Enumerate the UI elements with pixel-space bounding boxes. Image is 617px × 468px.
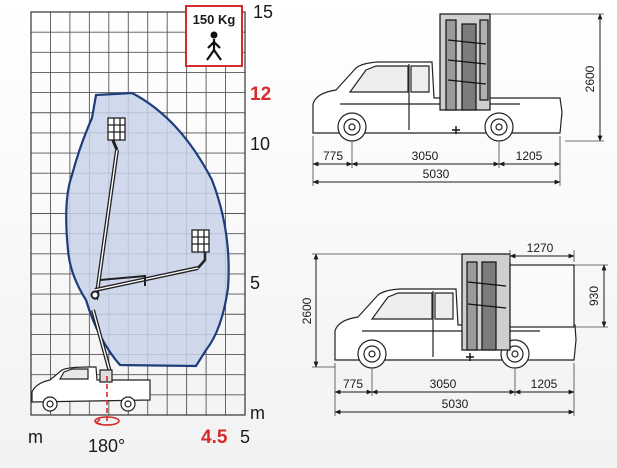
- canopy-length: 1270: [527, 241, 554, 255]
- rotation-icon: [94, 376, 120, 426]
- working-envelope: [65, 91, 230, 368]
- canopy-box-height: 930: [587, 286, 601, 306]
- canopy-wheelbase: 3050: [430, 377, 457, 391]
- basket-top: [107, 117, 126, 141]
- height-tick-5: 5: [250, 273, 260, 293]
- canopy-height: 2600: [300, 297, 314, 324]
- height-tick-15: 15: [253, 2, 273, 22]
- person-icon: [206, 31, 222, 61]
- load-badge-label: 150 Kg: [193, 12, 236, 27]
- side-total-length: 5030: [423, 167, 450, 181]
- boom-mast-canopy: [461, 253, 511, 351]
- unit-right: m: [250, 403, 265, 423]
- reach-diagram: 150 Kg 15 12 10 5 m m 180° 4.5 5: [28, 2, 273, 456]
- truck-side-top: [312, 61, 563, 142]
- canopy-total-length: 5030: [442, 397, 469, 411]
- side-view-canopy: 2600 1270 930 775 3050 1205 5030: [300, 241, 608, 416]
- canopy-rear-overhang: 1205: [531, 377, 558, 391]
- grid-frame: [30, 11, 246, 416]
- side-front-overhang: 775: [323, 149, 343, 163]
- boom-mast-top: [439, 13, 491, 111]
- truck-side-canopy: [334, 288, 577, 369]
- side-view-top: 2600 775 3050 1205 5030: [312, 13, 604, 186]
- rotation-label: 180°: [88, 436, 125, 456]
- side-rear-overhang: 1205: [516, 149, 543, 163]
- side-height: 2600: [583, 65, 597, 92]
- side-wheelbase: 3050: [412, 149, 439, 163]
- load-badge: 150 Kg: [185, 5, 243, 67]
- height-tick-12: 12: [250, 84, 271, 105]
- outreach-tick-5: 5: [240, 427, 250, 447]
- basket-side: [191, 229, 210, 253]
- canopy-front-overhang: 775: [343, 377, 363, 391]
- outreach-max: 4.5: [201, 427, 228, 448]
- unit-left: m: [28, 427, 43, 447]
- truck-small: [31, 366, 151, 412]
- height-tick-10: 10: [250, 134, 270, 154]
